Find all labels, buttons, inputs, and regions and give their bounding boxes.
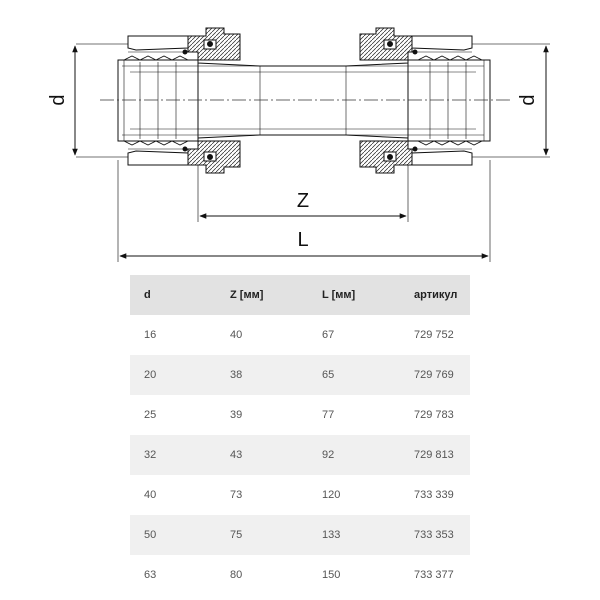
table-row: 16 40 67 729 752 — [130, 315, 470, 355]
header-z: Z [мм] — [216, 275, 308, 315]
cell-l: 120 — [322, 489, 341, 501]
table-row: 32 43 92 729 813 — [130, 435, 470, 475]
cell-d: 20 — [130, 355, 216, 395]
header-l: L [мм] — [308, 275, 400, 315]
d-label-right: d — [517, 94, 539, 105]
cell-l: 77 — [322, 409, 335, 421]
cell-article: 729 769 — [400, 355, 470, 395]
cell-l: 67 — [322, 329, 335, 341]
fitting-drawing: d d Z L — [47, 27, 550, 262]
cell-l: 65 — [308, 355, 400, 395]
table-row: 40 73 120 733 339 — [130, 475, 470, 515]
cell-article: 729 813 — [400, 435, 470, 475]
cell-d: 50 — [130, 515, 216, 555]
cell-d: 40 — [144, 489, 157, 501]
l-label: L — [297, 229, 308, 251]
cell-l: 92 — [308, 435, 400, 475]
cell-z: 80 — [230, 569, 243, 581]
cell-article: 733 339 — [414, 489, 454, 501]
z-label: Z — [297, 190, 309, 212]
cell-article: 733 353 — [400, 515, 470, 555]
right-sleeve — [411, 35, 473, 51]
table-row: 50 75 133 733 353 — [130, 515, 470, 555]
header-d: d — [130, 275, 216, 315]
hatched-nuts — [182, 27, 418, 174]
table-row: 25 39 77 729 783 — [130, 395, 470, 435]
cell-article: 733 377 — [414, 569, 454, 581]
cell-z: 43 — [216, 435, 308, 475]
cell-article: 729 783 — [414, 409, 454, 421]
cell-z: 39 — [230, 409, 243, 421]
cell-article: 729 752 — [414, 329, 454, 341]
cell-l: 133 — [308, 515, 400, 555]
left-sleeve — [127, 35, 189, 51]
extension-lines — [76, 43, 550, 262]
d-label-left: d — [47, 94, 69, 105]
table-row: 63 80 150 733 377 — [130, 555, 470, 595]
spec-table: d Z [мм] L [мм] артикул 16 40 67 729 752… — [130, 275, 470, 595]
cell-z: 38 — [216, 355, 308, 395]
table-row: 20 38 65 729 769 — [130, 355, 470, 395]
cell-d: 25 — [144, 409, 157, 421]
table-header-row: d Z [мм] L [мм] артикул — [130, 275, 470, 315]
dimension-arrows — [72, 45, 549, 259]
header-article: артикул — [400, 275, 470, 315]
cell-d: 32 — [130, 435, 216, 475]
cell-z: 40 — [230, 329, 243, 341]
cell-d: 63 — [144, 569, 157, 581]
cell-z: 73 — [230, 489, 243, 501]
cell-z: 75 — [216, 515, 308, 555]
fitting-body — [117, 35, 491, 166]
cell-d: 16 — [144, 329, 157, 341]
cell-l: 150 — [322, 569, 341, 581]
